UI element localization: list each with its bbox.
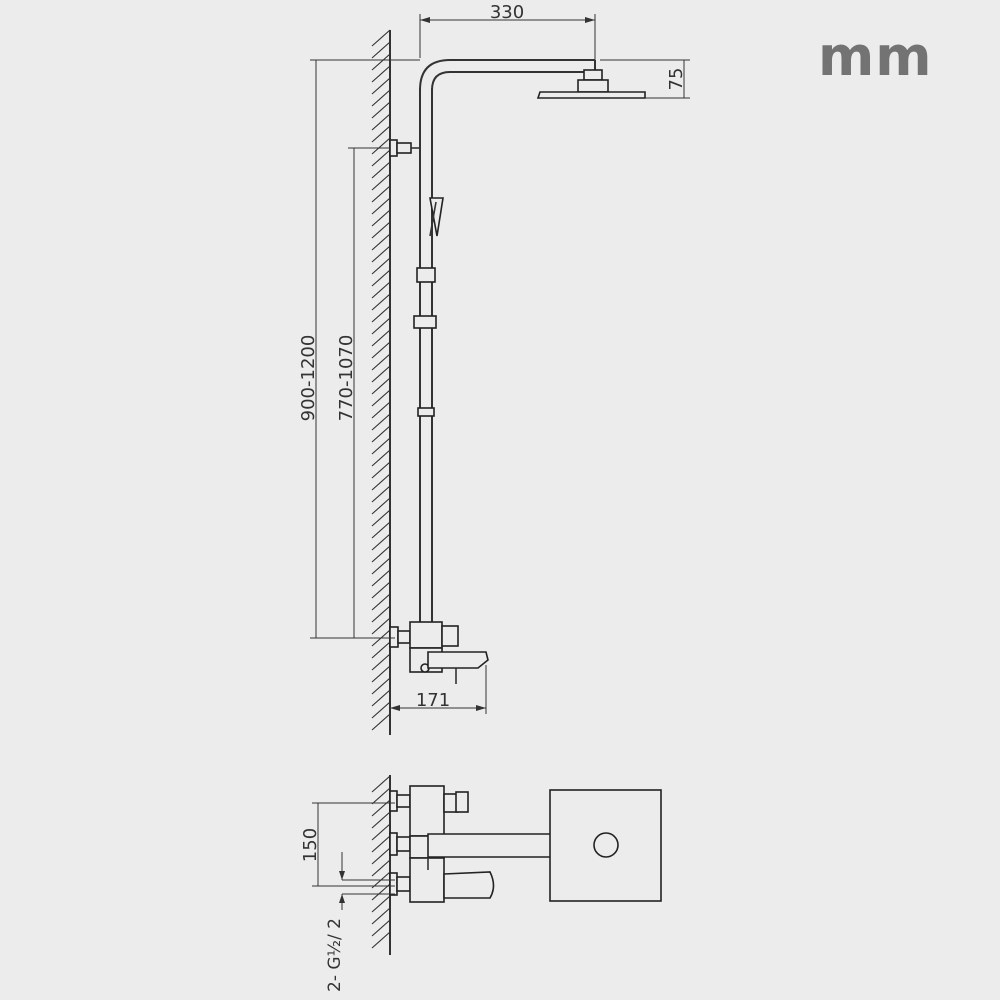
shower-head: [536, 69, 646, 99]
wall-hatch-mark: [371, 533, 391, 551]
wall-hatch-mark: [371, 77, 391, 95]
wall-hatch-mark: [371, 137, 391, 155]
escutcheon-plate: [549, 789, 662, 902]
dimension-inlet-spacing: 150: [300, 802, 395, 887]
wall-hatch-mark: [371, 701, 391, 719]
wall-hatch-mark: [371, 799, 391, 817]
wall-hatch-mark: [371, 617, 391, 635]
wall-hatch-mark: [371, 425, 391, 443]
wall-hatch-mark: [371, 209, 391, 227]
wall-hatch-mark: [371, 787, 391, 805]
wall-hatch-mark: [371, 389, 391, 407]
wall-hatch-mark: [371, 113, 391, 131]
upper-wall: [371, 29, 391, 735]
wall-hatch-mark: [371, 377, 391, 395]
wall-hatch-mark: [371, 437, 391, 455]
dimension-bar-height: 770-1070: [336, 147, 390, 639]
wall-hatch-mark: [371, 173, 391, 191]
wall-hatch-mark: [371, 689, 391, 707]
wall-hatch-mark: [371, 401, 391, 419]
wall-hatch-mark: [371, 677, 391, 695]
dimension-head-height: 75: [600, 59, 690, 99]
tub-spout: [427, 651, 489, 684]
wall-hatch-mark: [371, 461, 391, 479]
wall-hatch-mark: [371, 665, 391, 683]
wall-hatch-mark: [371, 823, 391, 841]
wall-hatch-mark: [371, 257, 391, 275]
dimension-spout-projection: 171: [389, 665, 487, 714]
wall-hatch-mark: [371, 233, 391, 251]
wall-hatch-mark: [371, 847, 391, 865]
bar-height-label: 770-1070: [336, 335, 357, 422]
unit-label: mm: [818, 25, 933, 88]
wall-hatch-mark: [371, 641, 391, 659]
wall-hatch-mark: [371, 353, 391, 371]
inlet-thread-label: 2- G½/ 2: [325, 918, 345, 992]
dimension-total-height: 900-1200: [298, 59, 420, 639]
wall-hatch-mark: [371, 293, 391, 311]
wall-hatch-mark: [371, 305, 391, 323]
wall-hatch-mark: [371, 185, 391, 203]
wall-hatch-mark: [371, 317, 391, 335]
wall-hatch-mark: [371, 125, 391, 143]
wall-hatch-mark: [371, 775, 391, 793]
lower-wall: [371, 775, 391, 955]
wall-hatch-mark: [371, 883, 391, 901]
wall-hatch-mark: [371, 89, 391, 107]
wall-hatch-mark: [371, 161, 391, 179]
wall-hatch-mark: [371, 473, 391, 491]
wall-hatch-mark: [371, 895, 391, 913]
hand-shower: [413, 197, 444, 417]
wall-hatch-mark: [371, 245, 391, 263]
wall-hatch-mark: [371, 653, 391, 671]
wall-hatch-mark: [371, 269, 391, 287]
wall-hatch-mark: [371, 593, 391, 611]
head-height-label: 75: [666, 68, 687, 91]
wall-hatch-mark: [371, 605, 391, 623]
wall-hatch-mark: [371, 341, 391, 359]
wall-hatch-mark: [371, 713, 391, 731]
inlet-spacing-label: 150: [300, 828, 321, 862]
wall-bracket: [389, 139, 420, 157]
wall-hatch-mark: [371, 509, 391, 527]
wall-hatch-mark: [371, 149, 391, 167]
wall-hatch-mark: [371, 281, 391, 299]
wall-hatch-mark: [371, 931, 391, 949]
wall-hatch-mark: [371, 197, 391, 215]
wall-hatch-mark: [371, 485, 391, 503]
dimension-inlet-thread: 2- G½/ 2: [325, 852, 395, 992]
total-height-label: 900-1200: [298, 335, 319, 422]
wall-hatch-mark: [371, 569, 391, 587]
wall-hatch-mark: [371, 413, 391, 431]
wall-hatch-mark: [371, 581, 391, 599]
wall-hatch-mark: [371, 859, 391, 877]
wall-hatch-mark: [371, 29, 391, 47]
wall-hatch-mark: [371, 65, 391, 83]
spout-projection-label: 171: [416, 690, 450, 711]
dimension-arm-reach: 330: [419, 2, 596, 60]
wall-hatch-mark: [371, 907, 391, 925]
wall-hatch-mark: [371, 811, 391, 829]
wall-hatch-mark: [371, 521, 391, 539]
wall-hatch-mark: [371, 919, 391, 937]
wall-hatch-mark: [371, 557, 391, 575]
wall-hatch-mark: [371, 497, 391, 515]
wall-hatch-mark: [371, 101, 391, 119]
shower-column: [419, 59, 596, 625]
wall-hatch-mark: [371, 365, 391, 383]
wall-hatch-mark: [371, 449, 391, 467]
wall-hatch-mark: [371, 53, 391, 71]
wall-hatch-mark: [371, 545, 391, 563]
wall-hatch-mark: [371, 329, 391, 347]
mixer-valve: [389, 621, 459, 673]
wall-hatch-mark: [371, 41, 391, 59]
arm-reach-label: 330: [490, 2, 524, 23]
wall-hatch-mark: [371, 835, 391, 853]
wall-hatch-mark: [371, 221, 391, 239]
